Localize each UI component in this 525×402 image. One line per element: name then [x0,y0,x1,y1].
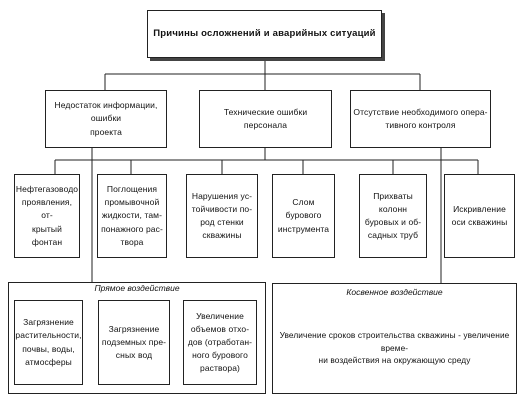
impact-waste-box: Увеличение объемов отхо- дов (отработан-… [183,300,257,385]
direct-impact-caption: Прямое воздействие [94,283,180,293]
cause-tech-box: Технические ошибки персонала [199,90,332,148]
impact-groundwater-box: Загрязнение подземных пре- сных вод [98,300,170,385]
indirect-impact-text: Увеличение сроков строительства скважины… [279,329,510,366]
complication-breakage-box: Слом бурового инструмента [272,174,335,258]
cause-info-box: Недостаток информации, ошибки проекта [45,90,167,148]
complication-curvature-box: Искривление оси скважины [444,174,515,258]
impact-pollution-box: Загрязнение растительности, почвы, воды,… [14,300,83,385]
connector-title-to-causes [104,58,421,90]
complication-sticking-box: Прихваты колонн буровых и об- садных тру… [359,174,427,258]
indirect-impact-group [272,283,517,394]
diagram-title: Причины осложнений и аварийных ситуаций [147,10,382,58]
connector-causes-to-complications [54,148,479,174]
indirect-impact-caption: Косвенное воздействие [346,287,443,297]
complication-gas-box: Нефтегазоводо проявления, от- крытый фон… [14,174,80,258]
complication-stability-box: Нарушения ус- тойчивости по- род стенки … [186,174,258,258]
cause-control-box: Отсутствие необходимого опера- тивного к… [350,90,491,148]
complication-loss-box: Поглощения промывочной жидкости, там- по… [97,174,167,258]
